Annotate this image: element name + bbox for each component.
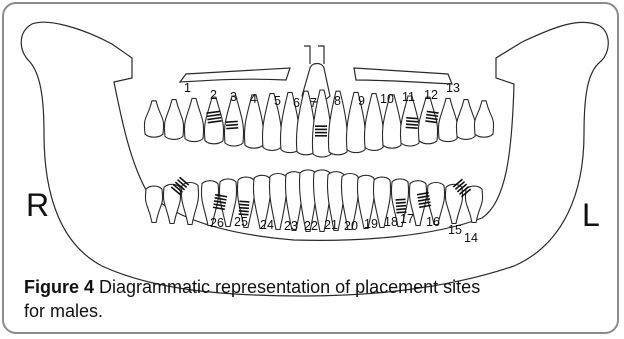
tooth-number-18: 18 (384, 215, 398, 229)
upper-tooth-outline (184, 98, 203, 141)
tooth-number-4: 4 (250, 92, 257, 106)
tooth-number-10: 10 (380, 92, 394, 106)
tooth-number-2: 2 (210, 88, 217, 102)
upper-tooth-outline (164, 100, 183, 140)
tooth-number-26: 26 (210, 216, 224, 230)
tooth-number-25: 25 (234, 215, 248, 229)
tooth-number-22: 22 (304, 219, 318, 233)
tooth-number-3: 3 (230, 90, 237, 104)
upper-tooth-outline (144, 101, 163, 137)
figure-caption: Figure 4 Diagrammatic representation of … (24, 275, 504, 323)
left-side-label: L (582, 197, 600, 233)
mandible-outline (21, 22, 608, 296)
tooth-number-16: 16 (426, 215, 440, 229)
lower-tooth-outline (145, 186, 162, 222)
tooth-number-7: 7 (310, 96, 317, 110)
figure-label: Figure 4 (24, 277, 94, 297)
tooth-number-21: 21 (324, 218, 338, 232)
tooth-number-11: 11 (402, 90, 415, 104)
tooth-number-19: 19 (364, 217, 378, 231)
tooth-number-1: 1 (184, 81, 191, 95)
tooth-number-17: 17 (400, 212, 414, 226)
tooth-number-9: 9 (358, 94, 365, 108)
right-side-label: R (26, 187, 49, 223)
tooth-number-13: 13 (446, 81, 460, 95)
tooth-number-12: 12 (424, 88, 438, 102)
tooth-number-24: 24 (260, 218, 274, 232)
tooth-number-6: 6 (293, 96, 300, 110)
tooth-number-15: 15 (448, 223, 462, 237)
upper-tooth-outline (456, 100, 475, 140)
upper-tooth-outline (438, 98, 457, 141)
tooth-number-14: 14 (464, 231, 478, 245)
tooth-number-20: 20 (344, 219, 358, 233)
teeth (144, 90, 493, 232)
lower-tooth-outline (163, 184, 180, 223)
tooth-number-23: 23 (284, 219, 298, 233)
upper-tooth-outline (474, 101, 493, 137)
tooth-number-5: 5 (274, 94, 281, 108)
tooth-number-8: 8 (334, 94, 341, 108)
